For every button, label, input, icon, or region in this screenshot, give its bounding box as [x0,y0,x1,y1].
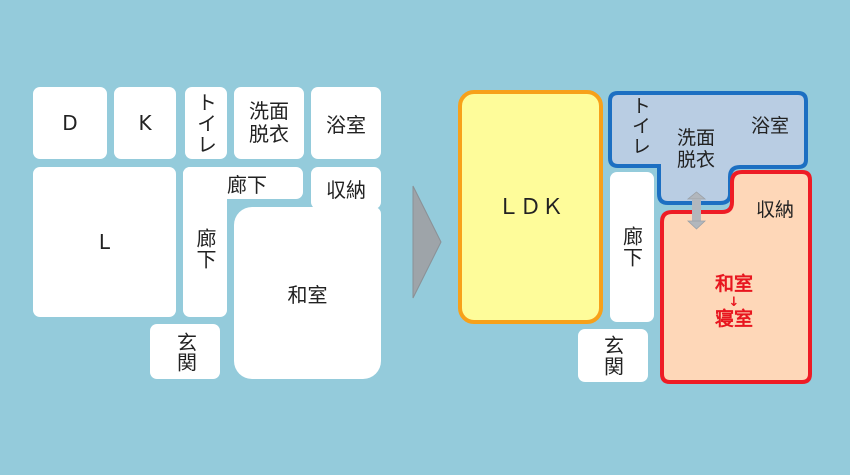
room-dining: D [33,87,107,159]
room-kitchen: K [114,87,176,159]
room-washroom-label-1: 洗面 [249,99,289,123]
room-kitchen-label: K [138,111,152,135]
after-entrance-label: 玄関 [600,334,625,377]
transition-arrow [412,185,442,299]
room-washroom: 洗面 脱衣 [234,87,304,159]
after-corridor: 廊下 [610,172,654,322]
room-storage: 収納 [311,167,381,209]
room-storage-label: 収納 [326,177,366,202]
room-entrance-label: 玄関 [173,331,198,372]
after-bedroom-labels: 和室 ↓ 寝室 [670,273,798,331]
after-entrance: 玄関 [578,329,648,382]
room-bathroom: 浴室 [311,87,381,159]
after-storage-label: 収納 [755,199,794,221]
after-corridor-label: 廊下 [619,226,644,268]
room-japanese: 和室 [234,207,381,379]
after-bedroom-label: 寝室 [714,307,753,330]
room-corridor-side [183,167,227,317]
room-corridor-side-label: 廊下 [193,228,217,270]
after-japanese-label: 和室 [714,273,753,295]
room-living: L [33,167,176,317]
room-bathroom-label: 浴室 [326,112,366,137]
after-toilet-label: トイレ [628,96,651,156]
after-washroom-label-1: 洗面 [676,127,715,149]
after-washroom-label-2: 脱衣 [676,148,715,171]
after-bathroom-label: 浴室 [750,115,789,137]
connection-arrow-icon [686,191,707,230]
ldk-label: ＬＤＫ [497,195,564,220]
room-corridor-top-label: 廊下 [227,172,267,197]
change-arrow-icon: ↓ [728,294,740,310]
room-washroom-label-2: 脱衣 [249,122,289,146]
ldk-room-shape [458,90,603,324]
after-washroom-label: 洗面 脱衣 [666,127,726,172]
room-dining-label: D [62,111,78,135]
room-toilet: トイレ [185,87,227,159]
room-entrance: 玄関 [150,324,220,379]
room-japanese-label: 和室 [287,282,328,307]
water-area-shape [608,91,808,205]
room-toilet-label: トイレ [193,91,218,155]
room-living-label: L [98,230,111,254]
